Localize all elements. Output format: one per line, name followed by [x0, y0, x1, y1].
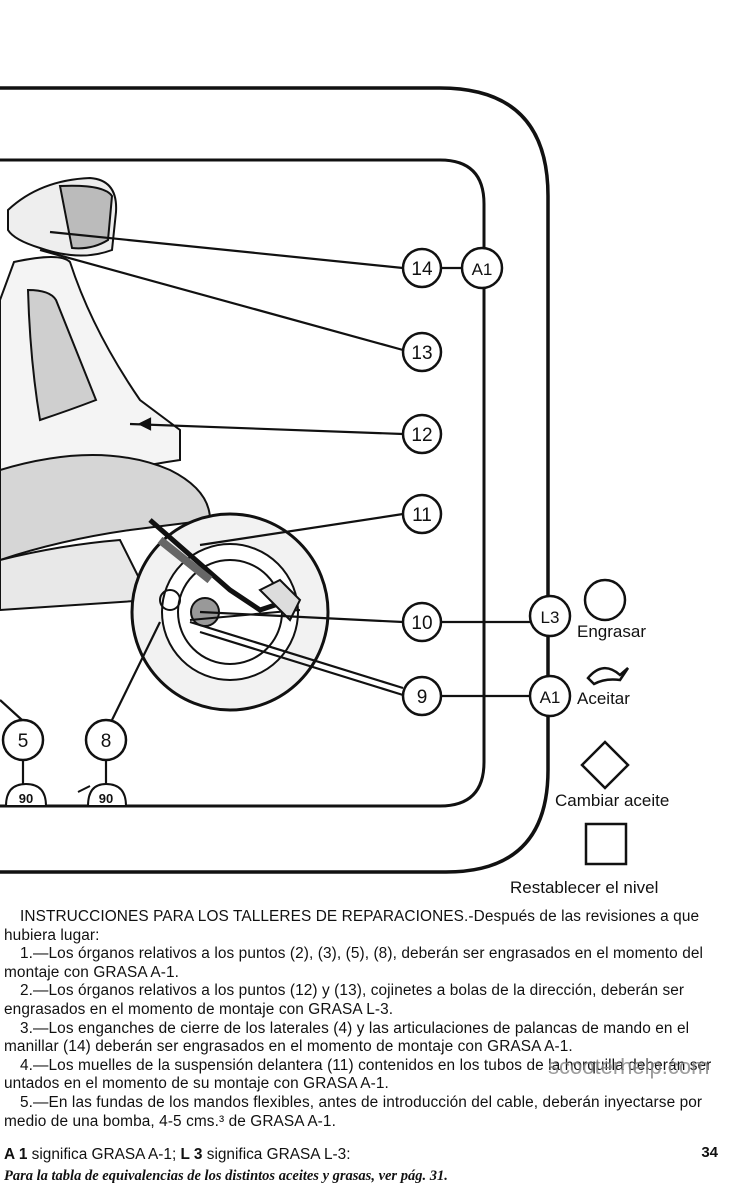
instructions-heading: INSTRUCCIONES PARA LOS TALLERES DE REPAR… [20, 908, 469, 925]
svg-text:11: 11 [412, 505, 432, 526]
svg-text:12: 12 [411, 425, 432, 446]
lubrication-diagram: 14 A1 13 12 11 10 L3 9 A1 5 8 90 [0, 86, 669, 897]
svg-text:10: 10 [411, 613, 432, 634]
svg-text:14: 14 [411, 259, 433, 280]
svg-text:8: 8 [101, 731, 112, 752]
svg-text:L3: L3 [541, 608, 560, 627]
key-l3-code: L 3 [180, 1146, 203, 1163]
instruction-item-2: 2.—Los órganos relativos a los puntos (1… [4, 982, 685, 1018]
square-symbol-icon [584, 822, 628, 866]
svg-text:90: 90 [19, 791, 33, 806]
callout-11: 11 [401, 493, 443, 535]
watermark: scooterhelp.com [548, 1054, 710, 1079]
oilcan-90-badge-5: 90 [4, 782, 48, 807]
legend-restablecer-nivel: Restablecer el nivel [510, 822, 658, 897]
callout-12: 12 [401, 413, 443, 455]
svg-text:Engrasar: Engrasar [577, 622, 646, 641]
instruction-item-5: 5.—En las fundas de los mandos flexibles… [4, 1093, 703, 1130]
callout-9: 9 [401, 675, 443, 717]
svg-text:5: 5 [18, 731, 29, 752]
oilcan-symbol-icon [586, 667, 630, 686]
grease-key-line: A 1 significa GRASA A-1; L 3 significa G… [4, 1146, 350, 1164]
key-a1-code: A 1 [4, 1146, 28, 1163]
callout-13: 13 [401, 331, 443, 373]
svg-text:13: 13 [411, 343, 432, 364]
legend-engrasar: Engrasar [577, 578, 646, 641]
grease-a1-badge-14: A1 [460, 246, 504, 290]
instruction-item-4: 4.—Los muelles de la suspensión delanter… [4, 1056, 712, 1093]
legend-cambiar-aceite: Cambiar aceite [555, 740, 669, 810]
diamond-symbol-icon [580, 740, 630, 790]
circle-symbol-icon [583, 578, 627, 622]
svg-text:A1: A1 [540, 688, 561, 707]
legend-aceitar: Aceitar [577, 667, 630, 708]
instruction-item-1: 1.—Los órganos relativos a los puntos (2… [4, 945, 704, 981]
instructions-intro: -Después de las revisiones a que hubiera… [4, 908, 700, 944]
instruction-item-3: 3.—Los enganches de cierre de los latera… [4, 1019, 690, 1056]
callout-5: 5 [1, 718, 45, 762]
key-a1-text: significa GRASA A-1; [27, 1146, 181, 1163]
svg-text:Cambiar aceite: Cambiar aceite [555, 791, 669, 810]
equivalence-caption: Para la tabla de equivalencias de los di… [4, 1168, 448, 1184]
grease-a1-badge-9: A1 [528, 674, 572, 718]
svg-text:Aceitar: Aceitar [577, 689, 630, 708]
instructions-heading-line: INSTRUCCIONES PARA LOS TALLERES DE REPAR… [4, 908, 720, 945]
key-l3-text: significa GRASA L-3: [202, 1146, 351, 1163]
svg-text:A1: A1 [472, 260, 493, 279]
callout-10: 10 [401, 601, 443, 643]
instructions-block: INSTRUCCIONES PARA LOS TALLERES DE REPAR… [4, 908, 720, 1131]
leader-lines [0, 230, 530, 784]
oilcan-90-badge-8: 90 [77, 782, 128, 807]
scooter-illustration [0, 176, 330, 712]
svg-text:Restablecer el nivel: Restablecer el nivel [510, 878, 658, 897]
svg-text:90: 90 [99, 791, 113, 806]
page-number: 34 [701, 1144, 718, 1161]
callout-14: 14 [401, 247, 443, 289]
outer-frame [0, 86, 550, 874]
inner-frame [0, 158, 486, 808]
callout-8: 8 [84, 718, 128, 762]
grease-l3-badge-10: L3 [528, 594, 572, 638]
svg-text:9: 9 [417, 687, 428, 708]
